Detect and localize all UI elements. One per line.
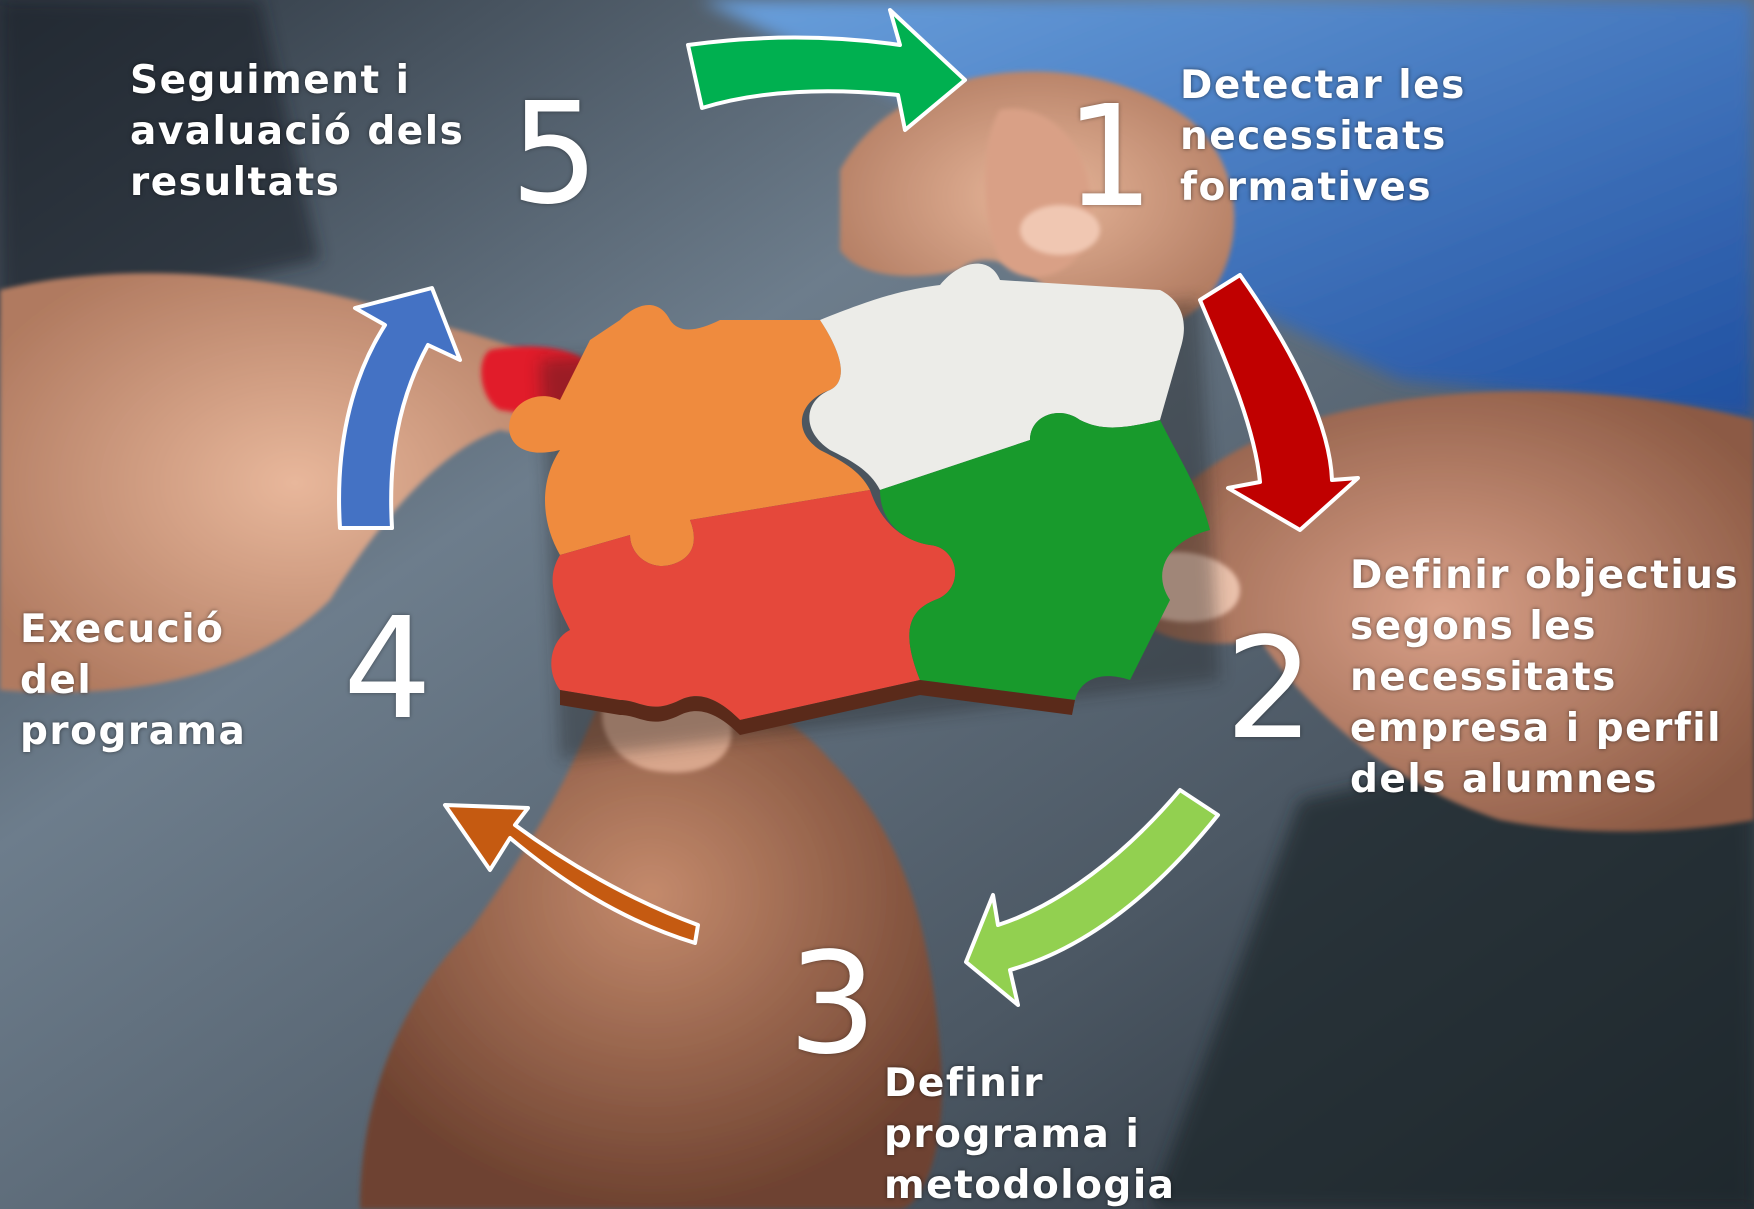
step-4-number: 4 <box>343 588 433 751</box>
step-3-label: Definir programa i metodologia <box>884 1061 1176 1208</box>
step-2-label: Definir objectius segons les necessitats… <box>1350 553 1740 802</box>
puzzle-piece-orange <box>509 305 870 566</box>
arrow-3-to-4 <box>443 803 700 945</box>
arrow-2-to-3 <box>964 788 1220 1007</box>
puzzle-pieces <box>509 263 1210 735</box>
arrow-1-to-2 <box>1198 273 1360 532</box>
arrow-4-to-5 <box>337 286 462 530</box>
puzzle-piece-green <box>880 412 1210 700</box>
arrow-5-to-1 <box>686 8 967 132</box>
step-3-number: 3 <box>788 923 878 1086</box>
puzzle-piece-white <box>809 263 1184 490</box>
step-5-number: 5 <box>510 73 600 236</box>
step-2-number: 2 <box>1225 608 1315 771</box>
step-4-label: Execució del programa <box>20 607 247 754</box>
step-1-number: 1 <box>1065 76 1155 239</box>
step-5-label: Seguiment i avaluació dels resultats <box>130 58 465 205</box>
step-1-label: Detectar les necessitats formatives <box>1180 63 1466 210</box>
puzzle-piece-red <box>551 490 956 720</box>
